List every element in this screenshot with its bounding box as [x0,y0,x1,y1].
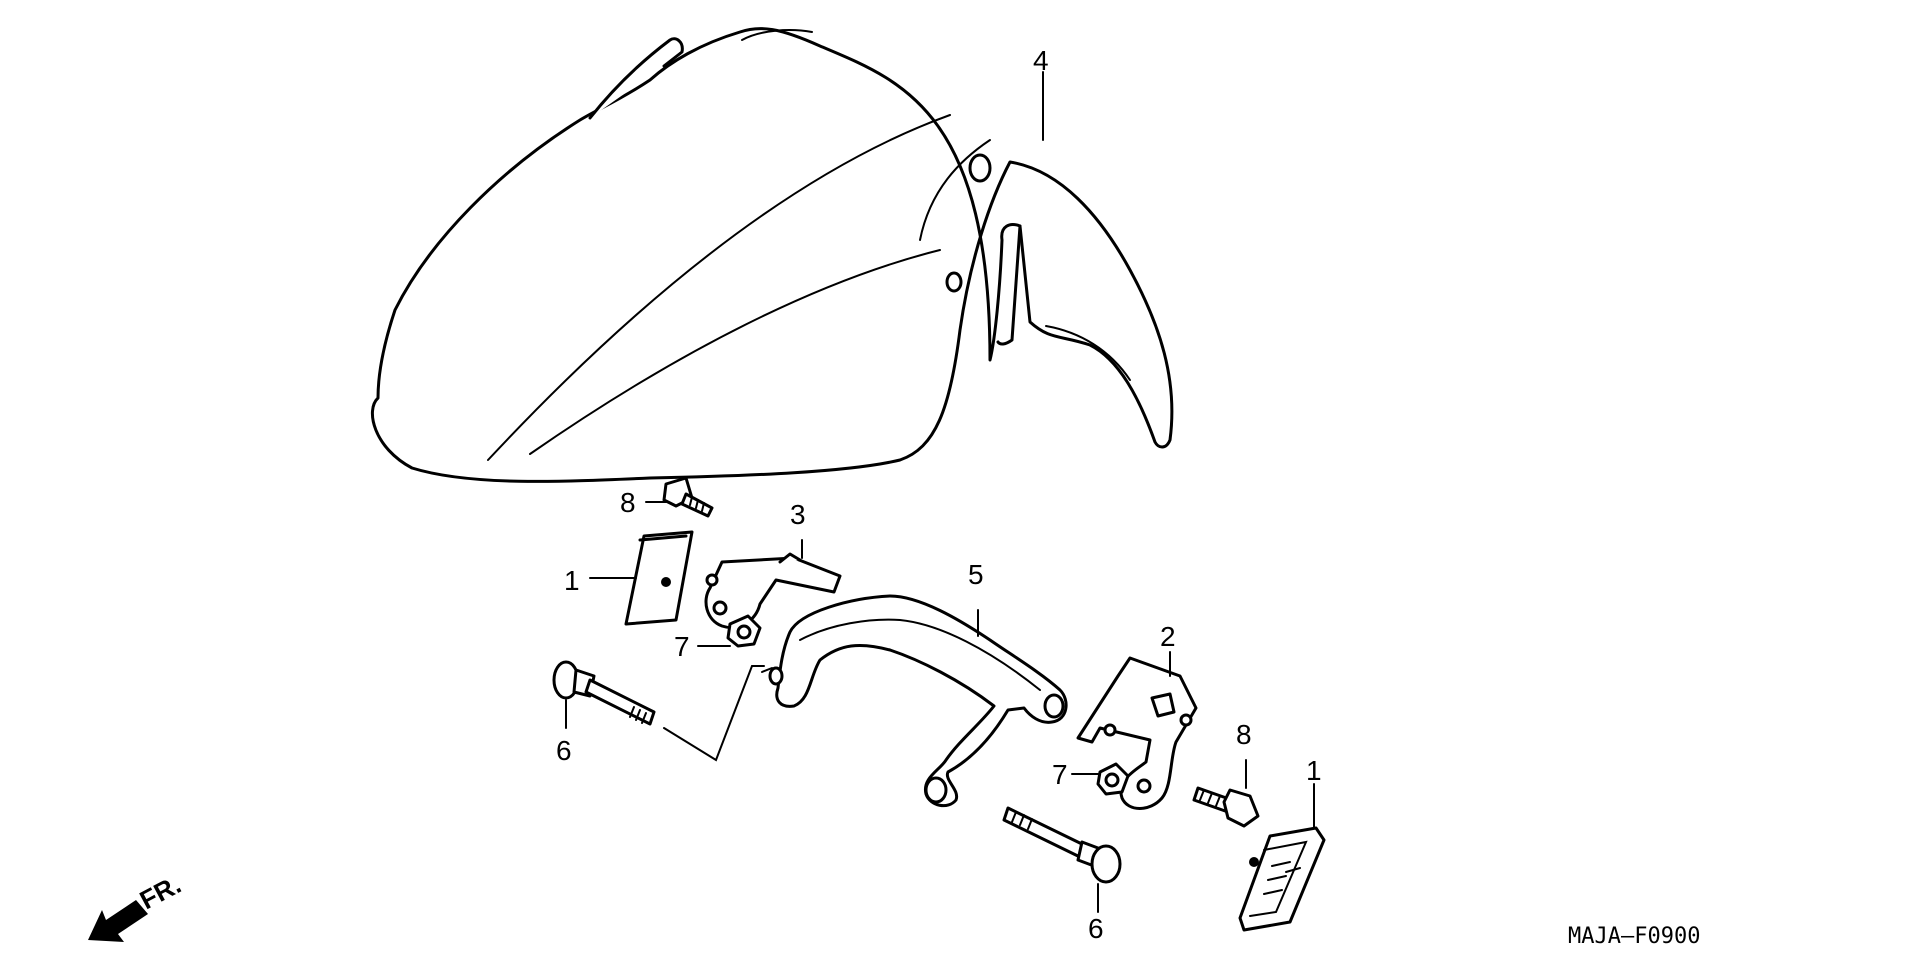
nut-left [726,614,762,648]
callout-2: 2 [1160,621,1176,652]
callout-6-left: 6 [556,735,572,766]
bracket-left [704,552,842,629]
front-direction-indicator: FR. [88,869,186,942]
bolt-lower [1192,786,1260,828]
front-fender [370,27,1174,483]
callout-7-left: 7 [674,631,690,662]
reflector-left [624,530,694,626]
callout-5: 5 [968,559,984,590]
callout-3: 3 [790,499,806,530]
callout-1-left: 1 [564,565,580,596]
callout-8-upper: 8 [620,487,636,518]
bracket-right [1076,656,1198,810]
leader-lines [565,71,1315,913]
leader-brace-mount [663,665,765,762]
long-bolt-bottom [1002,806,1122,884]
drawing-code: MAJA–F0900 [1568,924,1700,949]
long-bolt-left [552,660,656,726]
arrow-left-down-icon [88,900,148,942]
nut-right [1096,762,1130,796]
reflector-right [1238,826,1326,932]
callout-4: 4 [1033,45,1049,76]
callout-7-right: 7 [1052,759,1068,790]
callout-6-bottom: 6 [1088,913,1104,944]
callout-1-right: 1 [1306,755,1322,786]
fender-brace [761,594,1068,808]
bolt-upper [662,476,714,518]
callout-8-lower: 8 [1236,719,1252,750]
